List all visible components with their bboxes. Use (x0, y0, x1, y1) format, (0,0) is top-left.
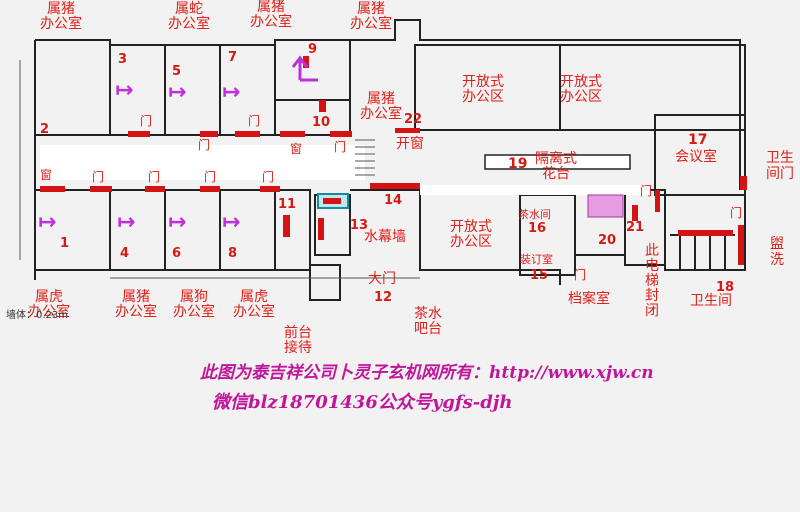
watermark-line-2: 微信blz18701436公众号ygfs-djh (212, 392, 513, 413)
room-7-label: 属猪 办公室 (250, 0, 292, 30)
arrow-right-icon: ↦ (222, 210, 241, 235)
window-mark: 窗 (290, 142, 303, 156)
door-mark: 门 (248, 114, 261, 128)
arrow-up (291, 55, 318, 82)
room-3-label: 属猪 办公室 (40, 1, 82, 32)
room-17-label: 会议室 (675, 149, 717, 165)
room-17-num: 17 (688, 132, 708, 148)
washroom-label: 盥 洗 (770, 236, 784, 268)
door-mark: 门 (204, 170, 217, 184)
door-mark: 门 (92, 170, 105, 184)
corridor-east (420, 185, 650, 195)
room-9-num: 9 (308, 42, 318, 57)
room-12-num: 12 (374, 290, 393, 305)
room-10-num: 10 (312, 115, 331, 130)
room-21-label: 此 电 梯 封 闭 (645, 243, 659, 319)
room-8-label: 属虎 办公室 (233, 289, 275, 320)
door-mark: 门 (148, 170, 161, 184)
arrow-right-icon: ↦ (222, 80, 241, 105)
room-2-num: 2 (40, 122, 50, 137)
room-21-num: 21 (626, 220, 645, 235)
room-13-label: 水幕墙 (364, 229, 406, 245)
room-1-label: 属虎 办公室 (28, 289, 70, 320)
open-office-2: 开放式 办公区 (560, 74, 602, 105)
arrow-right-icon: ↦ (117, 210, 136, 235)
room-15-num: 15 (530, 268, 549, 283)
room-5-label: 属蛇 办公室 (168, 1, 210, 32)
room-16-label: 茶水间 (518, 208, 551, 221)
room-13-num: 13 (350, 218, 369, 233)
door-mark: 门 (334, 140, 347, 154)
room-9-label: 属猪 办公室 (350, 1, 392, 32)
door-mark: 门 (574, 268, 587, 282)
open-office-3: 开放式 办公区 (450, 219, 492, 250)
room-10-label: 属猪 办公室 (360, 91, 402, 122)
room-15-label: 装订室 (520, 253, 553, 266)
staircase (355, 139, 375, 176)
arrow-right-icon: ↦ (168, 80, 187, 105)
room-11-label: 前台 接待 (284, 325, 312, 356)
room-18-label: 卫生间 (690, 293, 732, 309)
room-14-num: 14 (384, 193, 403, 208)
arrow-right-icon: ↦ (168, 210, 187, 235)
room-3-num: 3 (118, 52, 128, 67)
room-16-num: 16 (528, 221, 547, 236)
door-bars (40, 56, 747, 265)
arrow-right-icon: ↦ (38, 210, 57, 235)
room-12-label: 大门 (368, 271, 396, 287)
room-20-label: 档案室 (568, 291, 610, 307)
door-mark: 门 (140, 114, 153, 128)
door-mark: 门 (198, 138, 211, 152)
window-mark: 窗 (40, 168, 53, 182)
door-mark: 门 (730, 206, 743, 220)
room-4-num: 4 (120, 246, 130, 261)
corridor (40, 145, 365, 180)
room-20-num: 20 (598, 233, 617, 248)
room-8-num: 8 (228, 246, 238, 261)
walls (19, 19, 746, 301)
room-22-num: 22 (404, 112, 423, 127)
room-19-num: 19 (508, 156, 528, 172)
archive-hatch (587, 194, 624, 218)
room-22-label: 开窗 (396, 136, 424, 152)
room-19-label: 隔离式 花台 (535, 151, 577, 182)
room-1-num: 1 (60, 236, 70, 251)
room-18-num: 18 (716, 280, 735, 295)
room-6-num: 6 (172, 246, 182, 261)
room-14-label: 茶水 吧台 (414, 306, 442, 337)
door-mark: 门 (640, 184, 653, 198)
room-11-num: 11 (278, 197, 297, 212)
watermark-line-1: 此图为泰吉祥公司卜灵子玄机网所有：http://www.xjw.cn (200, 363, 654, 383)
flower-bed (484, 154, 631, 170)
door-mark: 门 (262, 170, 275, 184)
room-5-num: 5 (172, 64, 182, 79)
toilet-door-label: 卫生 间门 (766, 150, 794, 182)
arrow-right-icon: ↦ (115, 78, 134, 103)
room-6-label: 属狗 办公室 (173, 289, 215, 320)
room-7-num: 7 (228, 50, 238, 65)
open-office-1: 开放式 办公区 (462, 74, 504, 105)
room-4-label: 属猪 办公室 (115, 289, 157, 320)
wall-note: 墙体：0.23m (6, 310, 69, 321)
